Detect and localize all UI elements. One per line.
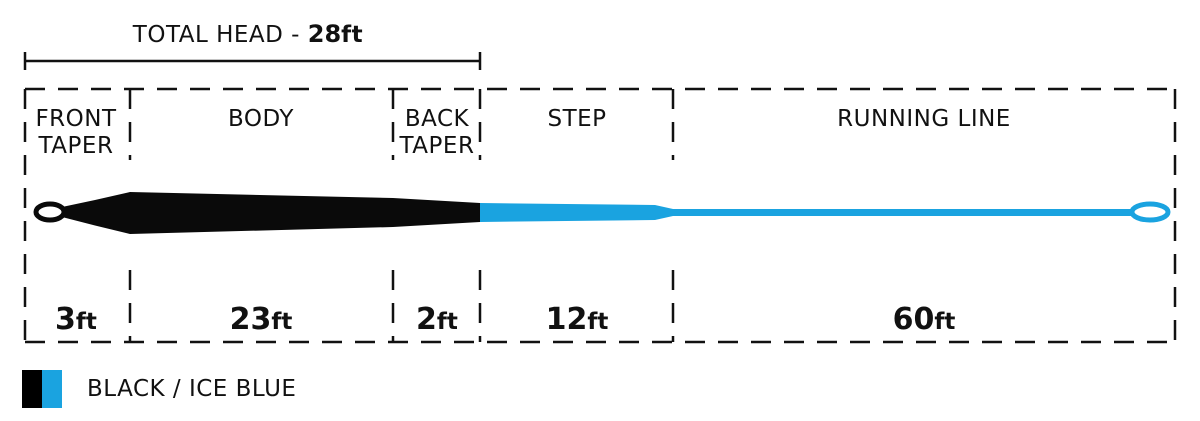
body-label: BODY [228, 106, 294, 132]
color-legend: BLACK / ICE BLUE [22, 370, 296, 408]
head-shape [62, 192, 480, 234]
front-taper-label-line2: TAPER [38, 133, 114, 159]
legend-swatch-ice-blue [42, 370, 62, 408]
front-loop [33, 201, 67, 223]
running-line-length: 60ft [893, 302, 956, 337]
legend-label: BLACK / ICE BLUE [87, 376, 296, 402]
segment-boxes [23, 87, 1177, 344]
back-taper-label-line1: BACK [405, 106, 470, 132]
step-length: 12ft [546, 302, 609, 337]
legend-swatch-black [22, 370, 42, 408]
step-label: STEP [547, 106, 606, 132]
fly-line [33, 192, 1171, 234]
back-taper-label-line2: TAPER [399, 133, 475, 159]
total-head-label: TOTAL HEAD - 28ft [132, 20, 363, 48]
front-taper-length: 3ft [55, 302, 97, 337]
front-taper-label-line1: FRONT [35, 106, 117, 132]
body-length: 23ft [230, 302, 293, 337]
back-taper-length: 2ft [416, 302, 458, 337]
total-head-bracket [23, 52, 482, 70]
running-line-shape [480, 203, 1132, 222]
running-line-label: RUNNING LINE [837, 106, 1011, 132]
rear-loop [1129, 201, 1171, 223]
